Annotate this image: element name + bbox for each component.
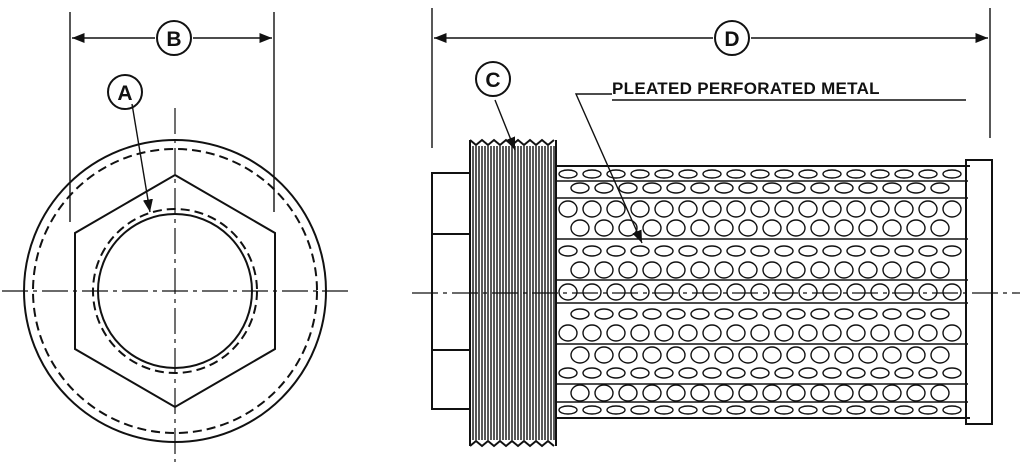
label-c-bubble: C xyxy=(475,61,511,97)
leader-c xyxy=(494,99,516,151)
label-a-bubble: A xyxy=(107,74,143,110)
label-b-bubble: B xyxy=(156,20,192,56)
hex-body-side xyxy=(431,172,471,410)
leader-pleated-metal xyxy=(574,93,643,244)
end-view xyxy=(2,12,348,462)
label-d-text: D xyxy=(724,28,739,51)
label-c-text: C xyxy=(485,69,500,92)
label-b-text: B xyxy=(166,28,181,51)
pleated-metal-note: PLEATED PERFORATED METAL xyxy=(612,79,880,98)
side-view xyxy=(412,8,1020,448)
leader-a xyxy=(131,103,153,213)
label-a-text: A xyxy=(117,82,132,105)
pleated-perforated-screen xyxy=(556,169,968,415)
label-d-bubble: D xyxy=(714,20,750,56)
end-cap xyxy=(965,159,993,425)
screen-outline xyxy=(556,165,970,419)
